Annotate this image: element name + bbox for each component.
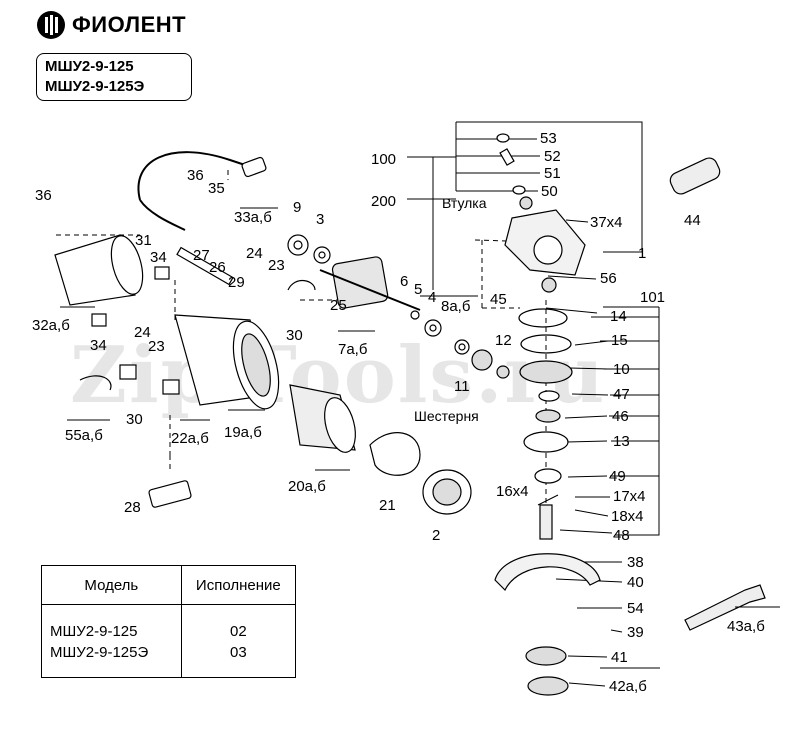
label-24a: 24 [246, 245, 263, 262]
header-model: Модель [41, 565, 182, 605]
label-17: 17х4 [613, 488, 646, 505]
table-row: МШУ2-9-125 02 [42, 604, 296, 642]
part-labels: 100 200 Втулка 53 52 51 50 37х4 1 44 36 … [32, 130, 765, 695]
label-42: 42а,б [609, 678, 647, 695]
label-27: 27 [193, 247, 210, 264]
variant-table: Модель Исполнение МШУ2-9-125 02 МШУ2-9-1… [41, 565, 296, 678]
label-44: 44 [684, 212, 701, 229]
label-23b: 23 [148, 338, 165, 355]
label-53: 53 [540, 130, 557, 147]
label-38: 38 [627, 554, 644, 571]
label-35: 35 [208, 180, 225, 197]
label-20: 20а,б [288, 478, 326, 495]
label-9: 9 [293, 199, 301, 216]
label-49: 49 [609, 468, 626, 485]
label-41: 41 [611, 649, 628, 666]
label-51: 51 [544, 165, 561, 182]
label-30b: 30 [126, 411, 143, 428]
cell-variant: 02 [180, 604, 296, 642]
label-31: 31 [135, 232, 152, 249]
table-row: МШУ2-9-125Э 03 [42, 642, 296, 678]
label-52: 52 [544, 148, 561, 165]
label-55: 55а,б [65, 427, 103, 444]
label-54: 54 [627, 600, 644, 617]
label-26: 26 [209, 259, 226, 276]
model-name-2: МШУ2-9-125Э [45, 78, 145, 95]
label-30a: 30 [286, 327, 303, 344]
label-18: 18х4 [611, 508, 644, 525]
label-1: 1 [638, 245, 646, 262]
label-6: 6 [400, 273, 408, 290]
label-40: 40 [627, 574, 644, 591]
label-101: 101 [640, 289, 665, 306]
label-14: 14 [610, 308, 627, 325]
dimension-arrows [60, 207, 780, 669]
label-7: 7а,б [338, 341, 367, 358]
label-21: 21 [379, 497, 396, 514]
label-46: 46 [612, 408, 629, 425]
label-29: 29 [228, 274, 245, 291]
label-3: 3 [316, 211, 324, 228]
table-header-row: Модель Исполнение [41, 565, 296, 605]
label-11: 11 [454, 378, 470, 395]
label-19: 19а,б [224, 424, 262, 441]
label-shesternya: Шестерня [414, 408, 479, 424]
label-34b: 34 [90, 337, 107, 354]
label-37: 37х4 [590, 214, 623, 231]
label-15: 15 [611, 332, 628, 349]
label-8: 8а,б [441, 298, 470, 315]
label-10: 10 [613, 361, 630, 378]
label-16: 16х4 [496, 483, 529, 500]
label-12: 12 [495, 332, 512, 349]
label-100: 100 [371, 151, 396, 168]
label-25: 25 [330, 297, 347, 314]
label-39: 39 [627, 624, 644, 641]
brand-name: ФИОЛЕНТ [72, 12, 187, 37]
label-48: 48 [613, 527, 630, 544]
label-47: 47 [613, 386, 630, 403]
model-name-1: МШУ2-9-125 [45, 58, 134, 75]
label-56: 56 [600, 270, 617, 287]
label-36b: 36 [187, 167, 204, 184]
cell-model: МШУ2-9-125Э [50, 644, 149, 661]
cell-model: МШУ2-9-125 [50, 623, 138, 640]
label-13: 13 [613, 433, 630, 450]
part-shapes [54, 133, 766, 696]
label-4: 4 [428, 289, 436, 306]
label-2: 2 [432, 527, 440, 544]
model-box: МШУ2-9-125 МШУ2-9-125Э [36, 53, 192, 101]
brand-logo: ФИОЛЕНТ [36, 10, 186, 40]
label-34a: 34 [150, 249, 167, 266]
cell-variant: 03 [180, 642, 296, 678]
label-22: 22а,б [171, 430, 209, 447]
leader-lines [56, 121, 660, 687]
label-5: 5 [414, 281, 422, 298]
label-45: 45 [490, 291, 507, 308]
header-variant: Исполнение [180, 565, 296, 605]
label-23a: 23 [268, 257, 285, 274]
label-50: 50 [541, 183, 558, 200]
label-24b: 24 [134, 324, 151, 341]
fiolent-logo-icon [37, 11, 65, 39]
label-28: 28 [124, 499, 141, 516]
label-36a: 36 [35, 187, 52, 204]
label-32: 32а,б [32, 317, 70, 334]
label-200: 200 [371, 193, 396, 210]
label-33: 33а,б [234, 209, 272, 226]
label-vtulka: Втулка [442, 195, 487, 211]
label-43: 43а,б [727, 618, 765, 635]
